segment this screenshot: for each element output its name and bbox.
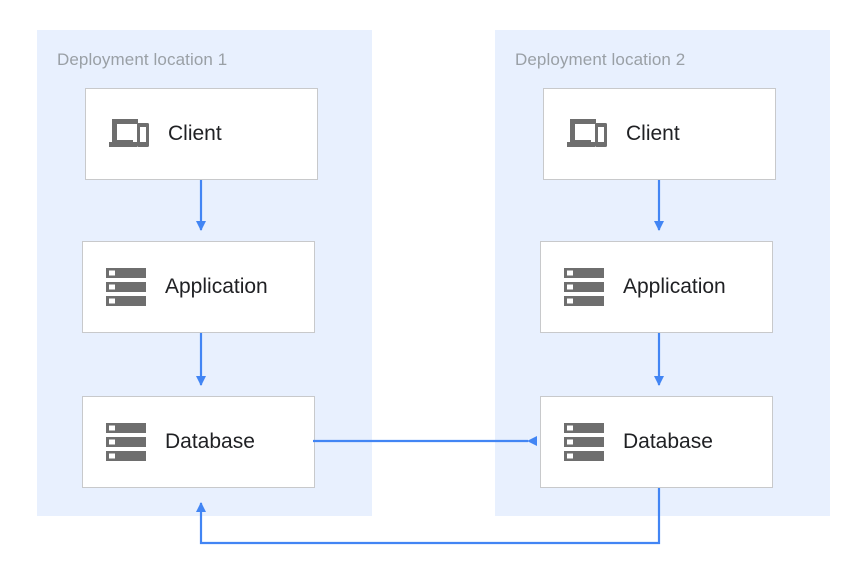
server-icon <box>561 419 607 465</box>
deployment-location-1-panel: Deployment location 1 Client <box>37 30 372 516</box>
deployment-location-2-label: Deployment location 2 <box>515 50 686 69</box>
node-database-1-label: Database <box>165 430 255 453</box>
server-icon <box>103 419 149 465</box>
node-database-1[interactable]: Database <box>82 396 315 488</box>
deployment-location-2-panel: Deployment location 2 Client <box>495 30 830 516</box>
deployment-location-1-label: Deployment location 1 <box>57 50 228 69</box>
server-icon <box>561 264 607 310</box>
node-database-2-label: Database <box>623 430 713 453</box>
devices-icon <box>106 111 152 157</box>
node-application-2-label: Application <box>623 275 726 298</box>
server-icon <box>103 264 149 310</box>
node-client-1-label: Client <box>168 122 222 145</box>
node-client-2-label: Client <box>626 122 680 145</box>
node-application-1[interactable]: Application <box>82 241 315 333</box>
node-database-2[interactable]: Database <box>540 396 773 488</box>
node-application-2[interactable]: Application <box>540 241 773 333</box>
node-client-2[interactable]: Client <box>543 88 776 180</box>
devices-icon <box>564 111 610 157</box>
node-client-1[interactable]: Client <box>85 88 318 180</box>
node-application-1-label: Application <box>165 275 268 298</box>
